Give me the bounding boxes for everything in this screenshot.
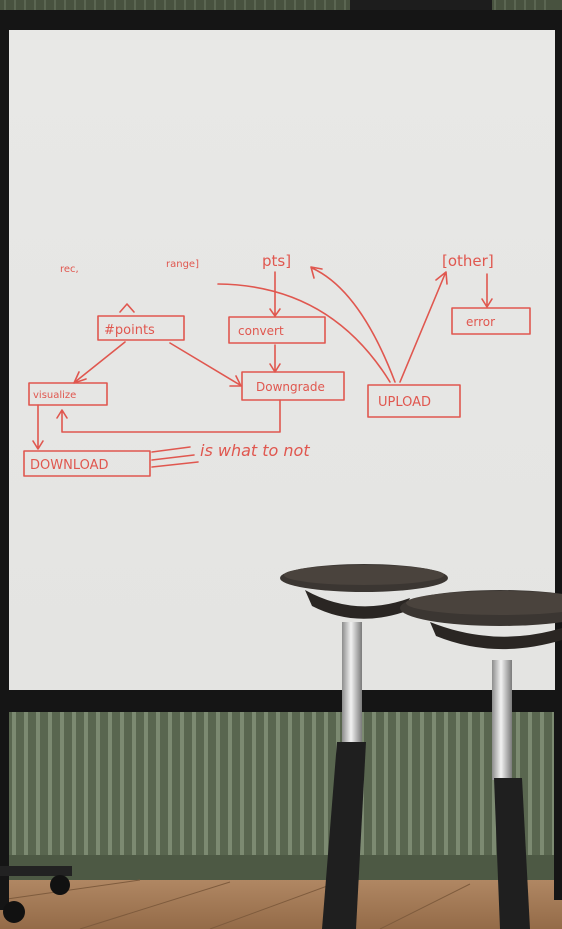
note-range: range] [166, 259, 199, 270]
box-convert [228, 316, 326, 344]
note-download: DOWNLOAD [30, 458, 109, 473]
arrow-visualize-download [32, 404, 44, 450]
box-error [451, 307, 531, 335]
caster-wheel-front [3, 901, 25, 923]
note-other: [other] [442, 252, 494, 270]
stand-leg-right [554, 690, 562, 900]
arrow-downgrade-visualize [56, 399, 281, 433]
wood-floor [0, 880, 562, 929]
note-pts: pts] [262, 252, 291, 270]
box-downgrade [241, 371, 345, 401]
box-points [97, 315, 185, 341]
note-visualize: visualize [33, 390, 76, 401]
arrow-other-error [481, 273, 493, 308]
line-upload-left [217, 283, 391, 383]
stool-back [400, 590, 562, 929]
arrow-into-points [119, 303, 135, 313]
wall-baseboard [0, 855, 562, 881]
box-upload [367, 384, 461, 418]
double-arrow-download [151, 446, 199, 468]
stand-leg-left [0, 690, 9, 910]
note-is-what-to-not: is what to not [200, 441, 310, 460]
floor-planks [0, 879, 471, 929]
caster-wheel-left [50, 875, 70, 895]
note-downgrade: Downgrade [256, 380, 325, 394]
arrow-points-visualize [73, 341, 126, 384]
note-rec: rec, [60, 264, 79, 275]
whiteboard-text: rec, range] pts] [other] #points convert… [30, 252, 495, 473]
arrow-convert-downgrade [269, 344, 281, 373]
wall-slats-top [4, 0, 546, 10]
arrow-pts-convert [269, 271, 281, 317]
note-upload: UPLOAD [378, 395, 431, 410]
top-bracket [350, 0, 492, 12]
note-error: error [466, 315, 495, 329]
box-visualize [28, 382, 108, 406]
stool-front [280, 564, 448, 929]
note-points: #points [104, 323, 155, 338]
note-convert: convert [238, 324, 284, 338]
stand-foot-left [0, 866, 72, 876]
arrow-points-downgrade [169, 342, 242, 387]
arrow-upload-other [399, 271, 448, 383]
box-download [23, 450, 151, 477]
arrow-upload-pts [310, 266, 396, 383]
whiteboard-diagram [23, 266, 531, 477]
